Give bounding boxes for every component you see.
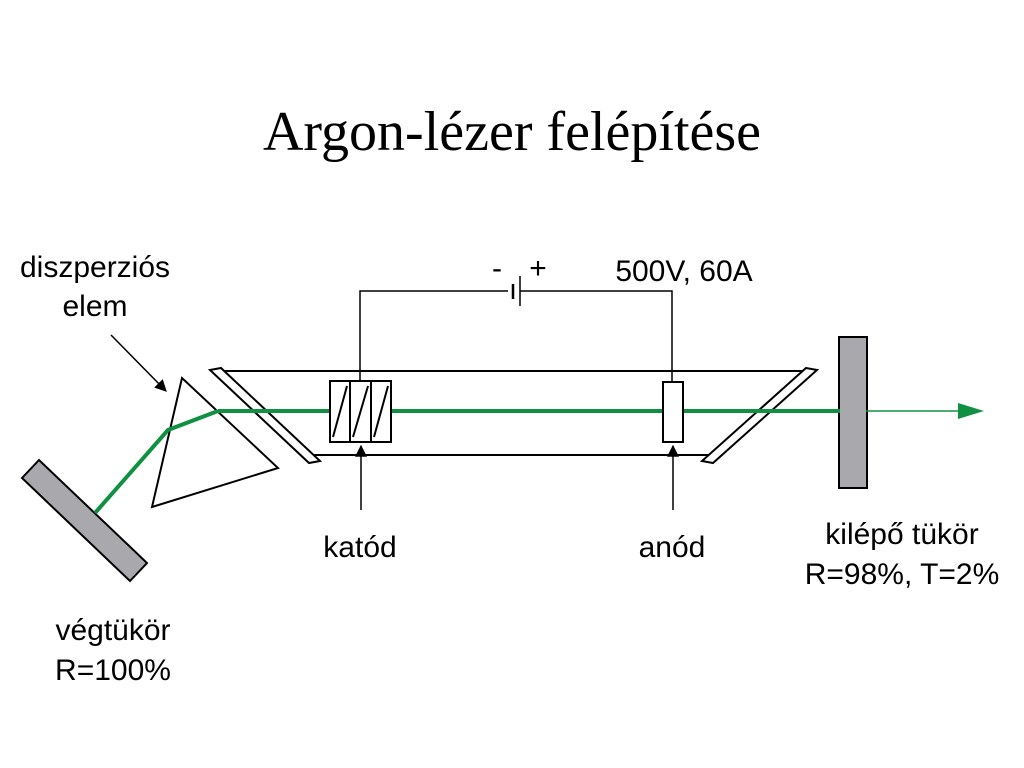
battery-plus-sign: + <box>529 252 547 285</box>
brewster-window-right <box>699 366 820 465</box>
anode-lead-wire <box>520 290 673 382</box>
output-mirror-label-line2: R=98%, T=2% <box>805 558 1000 591</box>
dispersive-element-label-line1: diszperziós <box>20 251 170 284</box>
end-mirror <box>20 458 149 583</box>
end-mirror-label-line1: végtükör <box>55 614 170 647</box>
cathode-coil-1 <box>332 385 348 438</box>
cathode-label: katód <box>323 531 396 564</box>
dispersive-element-label-line2: elem <box>62 290 127 323</box>
output-mirror-label-line1: kilépő tükör <box>825 518 978 551</box>
anode <box>662 381 684 443</box>
beam-end-mirror-segment <box>93 409 219 515</box>
cathode <box>329 380 392 443</box>
laser-beam <box>93 409 960 515</box>
power-supply-label: 500V, 60A <box>615 255 752 288</box>
plasma-tube <box>218 370 810 456</box>
dispersive-prism <box>150 376 280 509</box>
cathode-lead-wire <box>359 290 508 380</box>
page-title: Argon-lézer felépítése <box>262 101 762 163</box>
battery-minus-sign: - <box>492 252 502 285</box>
power-circuit <box>359 276 673 382</box>
prism-pointer-arrow <box>110 334 167 392</box>
output-beam-arrowhead <box>958 403 984 419</box>
cathode-coil-3 <box>373 385 389 438</box>
brewster-window-left <box>207 366 323 465</box>
end-mirror-label-line2: R=100% <box>55 654 171 687</box>
cathode-coil-2 <box>352 385 369 438</box>
output-mirror <box>838 336 868 489</box>
anode-label: anód <box>639 531 706 564</box>
